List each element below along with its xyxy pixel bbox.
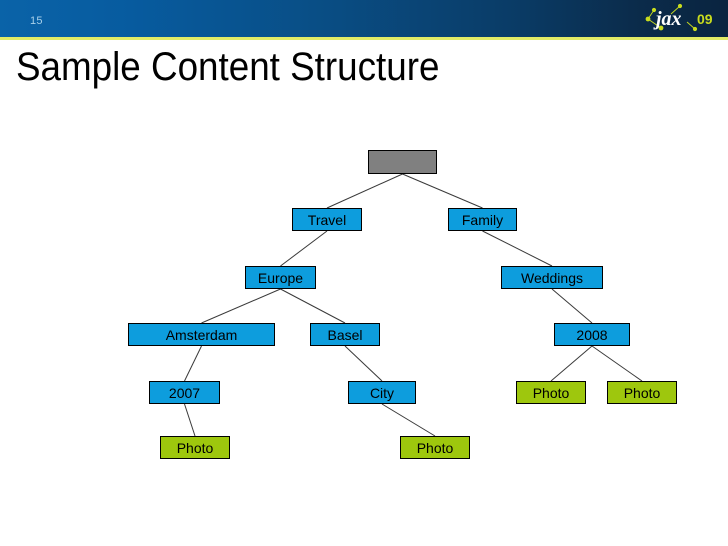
logo-dots-icon xyxy=(645,3,698,32)
tree-node-label: Europe xyxy=(257,269,304,286)
tree-node-y2007[interactable]: 2007 xyxy=(149,381,220,404)
tree-edge xyxy=(280,230,328,267)
tree-node-y2008[interactable]: 2008 xyxy=(554,323,630,346)
tree-edge xyxy=(551,288,593,324)
tree-edge xyxy=(550,345,593,382)
tree-node-label: Basel xyxy=(327,326,363,343)
tree-node-photo2008a[interactable]: Photo xyxy=(516,381,586,404)
jax09-logo: jax 09 xyxy=(640,2,720,34)
tree-node-label: Photo xyxy=(623,384,661,401)
tree-node-label: Family xyxy=(461,211,504,228)
tree-edge xyxy=(591,345,643,382)
tree-node-travel[interactable]: Travel xyxy=(292,208,362,231)
tree-node-amsterdam[interactable]: Amsterdam xyxy=(128,323,275,346)
tree-edge xyxy=(402,173,483,209)
tree-edge xyxy=(184,403,196,437)
header-band xyxy=(0,0,728,37)
tree-edge xyxy=(381,403,436,437)
svg-text:09: 09 xyxy=(697,11,713,27)
tree-node-label: City xyxy=(369,384,395,401)
tree-node-weddings[interactable]: Weddings xyxy=(501,266,603,289)
page-title: Sample Content Structure xyxy=(16,45,440,89)
header-accent-rule xyxy=(0,37,728,40)
tree-edge xyxy=(326,173,403,209)
tree-node-family[interactable]: Family xyxy=(448,208,517,231)
tree-node-label: Photo xyxy=(532,384,570,401)
tree-node-label: Photo xyxy=(176,439,214,456)
tree-node-label: Travel xyxy=(307,211,347,228)
tree-node-root[interactable] xyxy=(368,150,437,174)
tree-node-photo2008b[interactable]: Photo xyxy=(607,381,677,404)
tree-node-label: 2008 xyxy=(576,326,608,343)
tree-edge xyxy=(482,230,553,267)
tree-edge xyxy=(201,288,281,324)
tree-node-europe[interactable]: Europe xyxy=(245,266,316,289)
tree-node-photo2007[interactable]: Photo xyxy=(160,436,230,459)
tree-edge xyxy=(344,345,383,382)
tree-edge xyxy=(280,288,346,324)
slide-number: 15 xyxy=(30,15,43,27)
svg-text:jax: jax xyxy=(653,8,682,30)
tree-edge xyxy=(184,345,202,382)
tree-node-label: Amsterdam xyxy=(165,326,238,343)
tree-node-label: Photo xyxy=(416,439,454,456)
tree-node-city[interactable]: City xyxy=(348,381,416,404)
tree-node-photocity[interactable]: Photo xyxy=(400,436,470,459)
tree-node-label: 2007 xyxy=(168,384,201,401)
tree-node-basel[interactable]: Basel xyxy=(310,323,380,346)
tree-node-label: Weddings xyxy=(520,269,583,286)
